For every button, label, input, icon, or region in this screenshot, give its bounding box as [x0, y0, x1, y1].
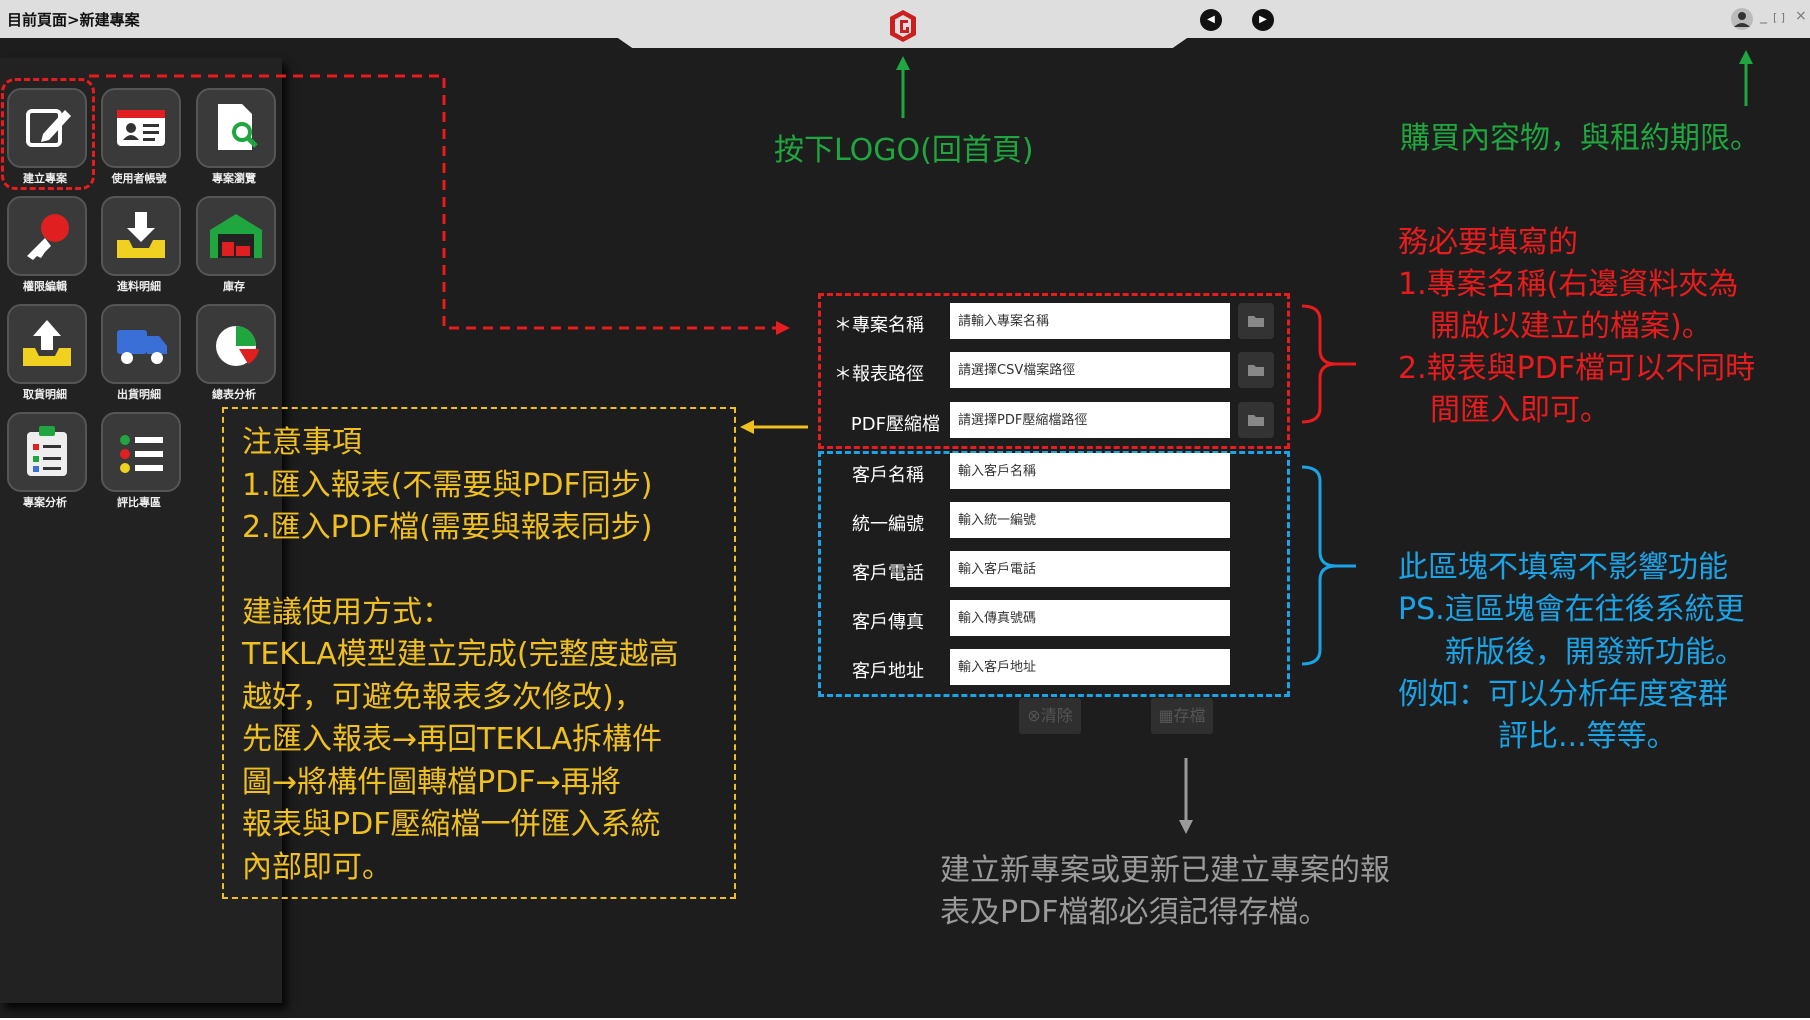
sidebar-item-label: 出貨明細 — [117, 388, 161, 401]
truck-icon — [117, 330, 167, 364]
sidebar-item-label: 評比專區 — [117, 496, 161, 509]
sidebar-item-inventory[interactable] — [196, 196, 276, 276]
save-annotation-line: 建立新專案或更新已建立專案的報 — [940, 853, 1390, 888]
sidebar-item-label: 總表分析 — [212, 388, 256, 401]
minimize-button[interactable]: _ — [1760, 8, 1767, 24]
notes-line: 1.匯入報表(不需要與PDF同步) — [242, 467, 653, 503]
save-annotation-line: 表及PDF檔都必須記得存檔。 — [940, 895, 1329, 930]
notes-title: 注意事項 — [242, 425, 362, 460]
project-name-input[interactable] — [950, 303, 1230, 339]
tax-id-input[interactable] — [950, 502, 1230, 538]
required-annotation-title: 務必要填寫的 — [1398, 225, 1578, 260]
sidebar-item-label: 專案瀏覽 — [212, 172, 256, 185]
sidebar-item-create-project[interactable] — [7, 88, 87, 168]
folder-icon — [1248, 316, 1264, 327]
close-button[interactable]: × — [1795, 8, 1807, 24]
optional-fields-box — [818, 451, 1290, 697]
key-icon — [27, 214, 69, 260]
user-account-icon[interactable] — [1731, 8, 1753, 30]
file-search-icon — [218, 104, 258, 150]
required-fields-box — [818, 293, 1290, 449]
folder-icon — [1248, 415, 1264, 426]
notes-line: 報表與PDF壓縮檔一併匯入系統 — [242, 807, 661, 842]
folder-icon — [1248, 365, 1264, 376]
edit-icon — [26, 109, 71, 147]
maximize-button[interactable]: [ ] — [1773, 11, 1786, 24]
logo-icon[interactable] — [888, 9, 918, 43]
clipboard-check-icon — [27, 426, 67, 476]
top-bar-notch — [615, 36, 1190, 48]
sidebar-item-label: 取貨明細 — [23, 388, 67, 401]
back-button[interactable]: ◀ — [1200, 9, 1222, 31]
required-annotation-line: 開啟以建立的檔案)。 — [1430, 309, 1712, 344]
optional-annotation-line: 評比...等等。 — [1498, 719, 1677, 754]
forward-button[interactable]: ▶ — [1252, 9, 1274, 31]
pdf-archive-folder-button[interactable] — [1238, 402, 1274, 438]
notes-line: 2.匯入PDF檔(需要與報表同步) — [242, 510, 653, 545]
sidebar-item-label: 進料明細 — [117, 280, 161, 293]
customer-fax-label: 客戶傳真 — [852, 612, 924, 633]
inbox-download-icon — [117, 212, 165, 258]
sidebar-item-user-account[interactable] — [101, 88, 181, 168]
breadcrumb: 目前頁面>新建專案 — [7, 11, 140, 29]
logo-annotation: 按下LOGO(回首頁) — [774, 133, 1034, 168]
optional-annotation-line: 新版後，開發新功能。 — [1445, 635, 1745, 670]
sidebar-item-summary-analysis[interactable] — [196, 304, 276, 384]
sidebar-item-project-browse[interactable] — [196, 88, 276, 168]
pdf-archive-input[interactable] — [950, 402, 1230, 438]
warehouse-icon — [210, 214, 262, 258]
sidebar-item-label: 使用者帳號 — [111, 172, 167, 185]
project-name-folder-button[interactable] — [1238, 303, 1274, 339]
pie-chart-icon — [216, 326, 259, 366]
customer-name-label: 客戶名稱 — [852, 465, 924, 486]
customer-address-label: 客戶地址 — [852, 661, 924, 682]
inbox-upload-icon — [23, 320, 71, 366]
save-button[interactable]: ▦存檔 — [1151, 698, 1213, 734]
optional-annotation-line: 例如：可以分析年度客群 — [1398, 677, 1728, 712]
rating-list-icon — [120, 435, 163, 473]
sidebar-item-label: 建立專案 — [23, 172, 67, 185]
sidebar-item-pickup-detail[interactable] — [7, 304, 87, 384]
notes-line: 先匯入報表→再回TEKLA拆構件 — [242, 722, 663, 757]
customer-name-input[interactable] — [950, 453, 1230, 489]
notes-line: 內部即可。 — [242, 849, 392, 885]
notes-line: TEKLA模型建立完成(完整度越高 — [242, 637, 679, 672]
sidebar-item-shipping-detail[interactable] — [101, 304, 181, 384]
customer-fax-input[interactable] — [950, 600, 1230, 636]
sidebar-item-incoming-detail[interactable] — [101, 196, 181, 276]
notes-usage-title: 建議使用方式： — [242, 594, 452, 630]
customer-address-input[interactable] — [950, 649, 1230, 685]
notes-box — [222, 407, 736, 899]
optional-annotation-title: 此區塊不填寫不影響功能 — [1398, 550, 1728, 585]
clear-button[interactable]: ⊗清除 — [1019, 698, 1081, 734]
sidebar-item-rating-zone[interactable] — [101, 412, 181, 492]
sidebar-item-label: 權限編輯 — [23, 280, 67, 293]
create-project-highlight — [1, 78, 95, 190]
required-annotation-line: 2.報表與PDF檔可以不同時 — [1398, 351, 1756, 386]
sidebar-item-label: 專案分析 — [23, 496, 67, 509]
project-name-label: ＊專案名稱 — [834, 315, 924, 336]
sidebar-item-project-analysis[interactable] — [7, 412, 87, 492]
sidebar-item-permission-edit[interactable] — [7, 196, 87, 276]
sidebar-item-label: 庫存 — [223, 280, 245, 293]
report-path-label: ＊報表路徑 — [834, 364, 924, 385]
purchase-annotation: 購買內容物，與租約期限。 — [1400, 121, 1760, 156]
tax-id-label: 統一編號 — [852, 514, 924, 535]
report-path-input[interactable] — [950, 352, 1230, 388]
user-card-icon — [117, 110, 165, 146]
required-annotation-line: 間匯入即可。 — [1430, 393, 1610, 428]
optional-annotation-line: PS.這區塊會在往後系統更 — [1398, 592, 1745, 627]
required-annotation-line: 1.專案名稱(右邊資料夾為 — [1398, 267, 1739, 302]
notes-line: 越好，可避免報表多次修改)， — [242, 679, 644, 715]
notes-content: 注意事項 1.匯入報表(不需要與PDF同步) 2.匯入PDF檔(需要與報表同步)… — [242, 422, 679, 889]
notes-line: 圖→將構件圖轉檔PDF→再將 — [242, 764, 621, 800]
report-path-folder-button[interactable] — [1238, 352, 1274, 388]
customer-phone-input[interactable] — [950, 551, 1230, 587]
customer-phone-label: 客戶電話 — [852, 563, 924, 584]
pdf-archive-label: PDF壓縮檔 — [850, 414, 940, 435]
